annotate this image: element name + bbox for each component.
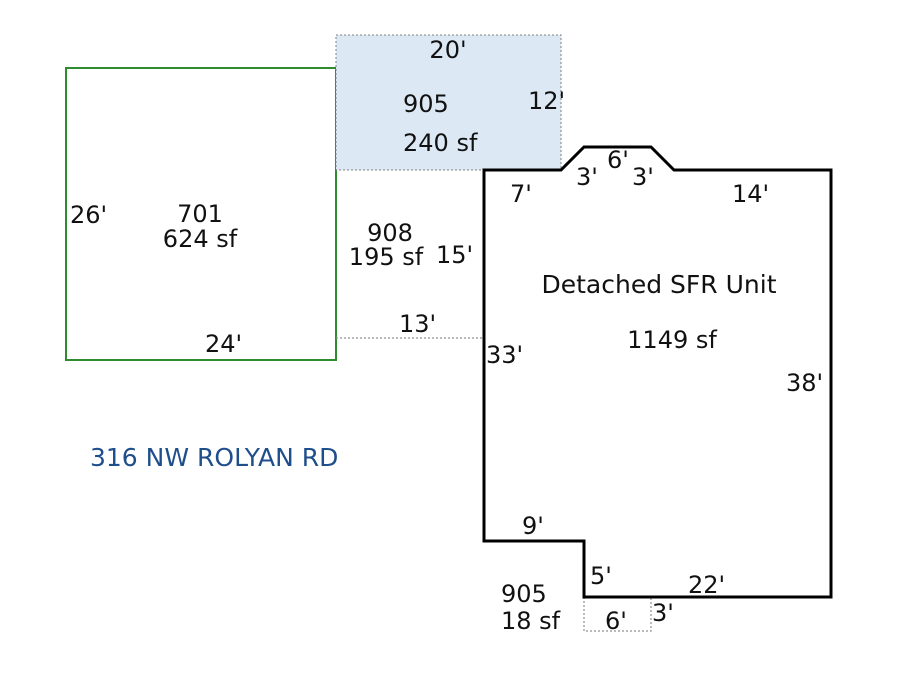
house-left-dimension: 33': [486, 341, 523, 369]
address-label: 316 NW ROLYAN RD: [90, 443, 338, 472]
stoop-right-dimension: 3': [652, 599, 674, 627]
porch-right-dimension: 12': [528, 87, 565, 115]
garage-left-dimension: 26': [70, 201, 107, 229]
house-top-right-dimension: 14': [732, 180, 769, 208]
house-title-label: Detached SFR Unit: [542, 270, 777, 299]
stoop-code-label: 905: [501, 580, 547, 608]
house-bay-left-dimension: 3': [576, 163, 598, 191]
breezeway-area-label: 195 sf: [349, 243, 424, 271]
house-bay-top-dimension: 6': [607, 146, 629, 174]
porch-top-dimension: 20': [429, 36, 466, 64]
breezeway-right-dimension: 15': [436, 241, 473, 269]
house-area-label: 1149 sf: [627, 326, 717, 354]
stoop-outline: [583, 597, 652, 632]
house-right-dimension: 38': [786, 369, 823, 397]
breezeway-bottom-dimension: 13': [399, 310, 436, 338]
garage-outline: [65, 67, 337, 361]
house-bottom-dimension: 22': [688, 571, 725, 599]
porch-code-label: 905: [403, 90, 449, 118]
house-top-left-dimension: 7': [510, 180, 532, 208]
porch-area: [335, 34, 562, 171]
stoop-bottom-dimension: 6': [605, 607, 627, 635]
house-notch-bottom-dimension: 9': [522, 512, 544, 540]
house-outline: [482, 145, 833, 599]
garage-bottom-dimension: 24': [205, 330, 242, 358]
stoop-area-label: 18 sf: [501, 607, 561, 635]
house-bay-right-dimension: 3': [632, 163, 654, 191]
garage-area-label: 624 sf: [163, 225, 238, 253]
porch-area-label: 240 sf: [403, 129, 478, 157]
garage-code-label: 701: [177, 200, 223, 228]
breezeway-code-label: 908: [367, 219, 413, 247]
house-notch-side-dimension: 5': [590, 562, 612, 590]
